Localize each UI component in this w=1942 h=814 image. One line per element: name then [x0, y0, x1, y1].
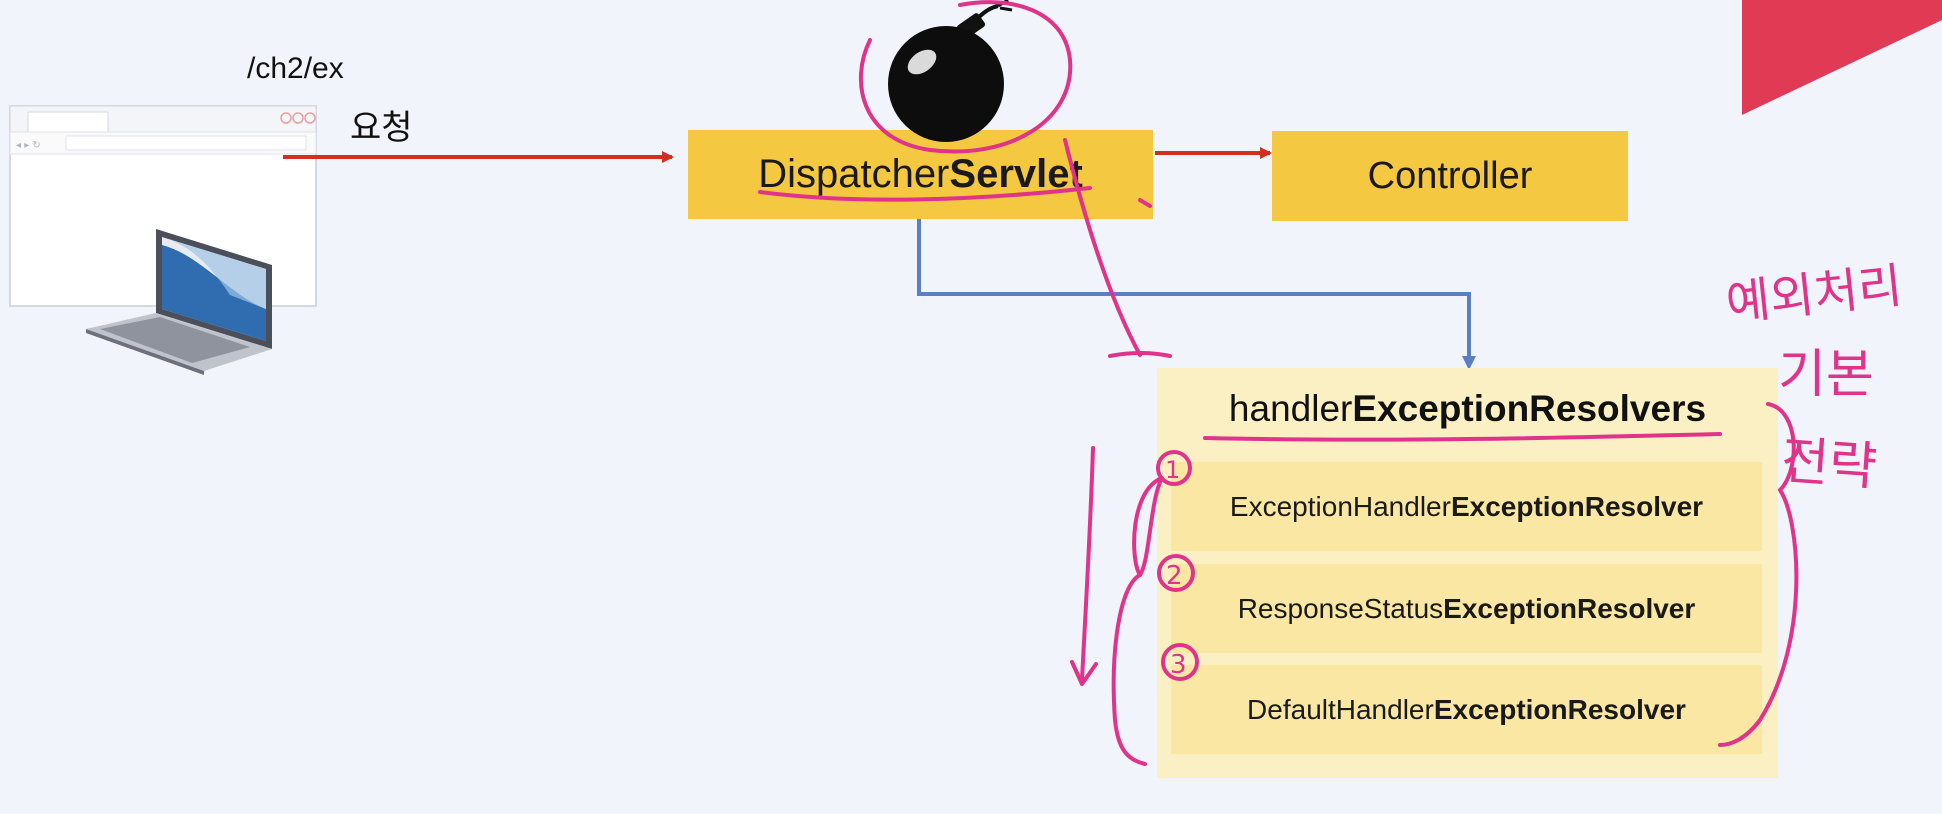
- resolver-item-bold: ExceptionResolver: [1433, 693, 1686, 725]
- resolver-item-bold: ExceptionResolver: [1450, 490, 1704, 522]
- dispatcher-label-normal: Dispatcher: [758, 152, 950, 196]
- svg-text:예외처리: 예외처리: [1723, 258, 1905, 332]
- resolver-title-normal: handler: [1228, 388, 1353, 429]
- controller-label: Controller: [1367, 154, 1533, 197]
- request-url: /ch2/ex: [247, 52, 344, 85]
- bomb-icon: [888, 0, 1013, 142]
- svg-text:◂ ▸ ↻: ◂ ▸ ↻: [16, 140, 41, 151]
- laptop-icon: [86, 229, 272, 375]
- svg-text:기본: 기본: [1778, 345, 1874, 405]
- resolver-item-normal: ResponseStatus: [1237, 592, 1444, 624]
- request-label: 요청: [350, 109, 413, 147]
- controller-box: Controller: [1272, 131, 1628, 221]
- svg-text:3: 3: [1170, 650, 1187, 680]
- resolver-title-bold: ExceptionResolvers: [1352, 388, 1707, 429]
- resolver-item-normal: DefaultHandler: [1247, 693, 1434, 725]
- resolver-item-bold: ExceptionResolver: [1443, 592, 1696, 624]
- svg-text:1: 1: [1165, 456, 1180, 484]
- dispatcher-label-bold: Servlet: [949, 152, 1083, 196]
- resolver-title: handlerExceptionResolvers: [1157, 388, 1778, 430]
- svg-text:전략: 전략: [1779, 431, 1879, 498]
- resolver-item-normal: ExceptionHandler: [1229, 490, 1451, 522]
- svg-text:2: 2: [1166, 561, 1183, 591]
- resolver-connector: [917, 219, 1476, 370]
- annotation-strategy-text: 예외처리 기본 전략: [1723, 258, 1905, 498]
